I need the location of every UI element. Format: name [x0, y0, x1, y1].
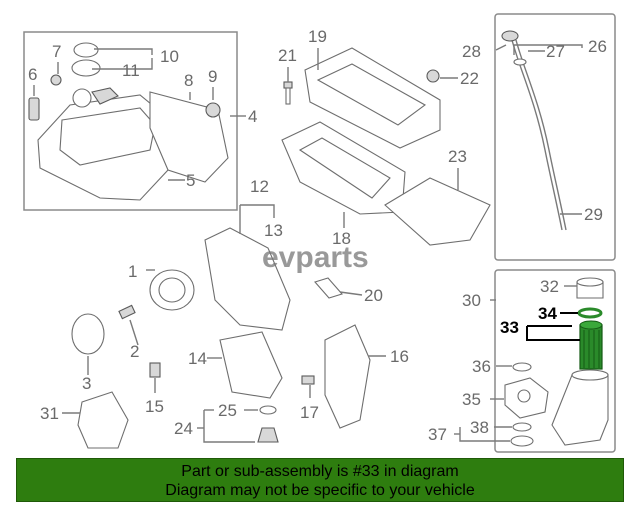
plug-part[interactable]: [50, 74, 62, 86]
o-ring-38b-part[interactable]: [510, 435, 534, 447]
bolt-15-part[interactable]: [149, 362, 161, 378]
oil-filter-housing-box: [494, 269, 616, 453]
callout-22[interactable]: 22: [460, 69, 479, 88]
callout-9[interactable]: 9: [208, 67, 217, 86]
callout-4[interactable]: 4: [248, 107, 257, 126]
pulley-part[interactable]: [149, 269, 195, 311]
footer-line-2: Diagram may not be specific to your vehi…: [165, 482, 475, 499]
strip-20-part[interactable]: [314, 277, 343, 299]
o-ring-34-part[interactable]: [577, 307, 603, 319]
drain-plug-part[interactable]: [426, 69, 440, 83]
callout-36[interactable]: 36: [472, 357, 491, 376]
callout-35[interactable]: 35: [462, 390, 481, 409]
callout-33[interactable]: 33: [500, 318, 519, 337]
bolt-21-part[interactable]: [283, 81, 293, 105]
oil-filter-housing-part[interactable]: [551, 369, 609, 446]
bolt-17-part[interactable]: [301, 375, 315, 385]
callout-27[interactable]: 27: [546, 42, 565, 61]
callout-26[interactable]: 26: [588, 37, 607, 56]
oil-filter-cap-part[interactable]: [576, 277, 604, 299]
callout-13[interactable]: 13: [264, 221, 283, 240]
callout-19[interactable]: 19: [308, 27, 327, 46]
dipstick-box: [494, 13, 616, 261]
callout-12[interactable]: 12: [250, 177, 269, 196]
callout-6[interactable]: 6: [28, 65, 37, 84]
o-ring-36-part[interactable]: [512, 362, 532, 372]
callout-31[interactable]: 31: [40, 404, 59, 423]
callout-1[interactable]: 1: [128, 262, 137, 281]
oil-filler-cap-part[interactable]: [71, 42, 101, 77]
oil-cooler-part[interactable]: [504, 377, 549, 419]
oil-pan-upper-part[interactable]: [304, 47, 441, 149]
callout-10[interactable]: 10: [160, 47, 179, 66]
sensor-part[interactable]: [28, 97, 40, 121]
o-ring-38a-part[interactable]: [512, 422, 532, 432]
bolt-2-part[interactable]: [118, 304, 136, 320]
leader-lines: [33, 44, 583, 443]
cylinder-head-cover-box: [23, 31, 238, 211]
callout-2[interactable]: 2: [130, 342, 139, 361]
oil-pressure-switch-part[interactable]: [257, 405, 279, 443]
plate-31-part[interactable]: [77, 391, 129, 449]
callout-29[interactable]: 29: [584, 205, 603, 224]
seal-cover-part[interactable]: [71, 313, 105, 355]
callout-21[interactable]: 21: [278, 46, 297, 65]
callout-32[interactable]: 32: [540, 277, 559, 296]
grommet-part[interactable]: [205, 102, 221, 118]
callout-24[interactable]: 24: [174, 419, 193, 438]
callout-14[interactable]: 14: [188, 349, 207, 368]
heat-shield-part[interactable]: [324, 324, 371, 429]
oil-filter-element-part[interactable]: [579, 320, 603, 370]
dipstick-part[interactable]: [501, 30, 567, 231]
callout-3[interactable]: 3: [82, 374, 91, 393]
callout-28[interactable]: 28: [462, 42, 481, 61]
callout-11[interactable]: 11: [122, 61, 140, 80]
callout-38[interactable]: 38: [470, 418, 489, 437]
callout-37[interactable]: 37: [428, 425, 447, 444]
oil-pan-lower-part[interactable]: [281, 121, 406, 215]
timing-cover-part[interactable]: [204, 227, 291, 331]
callout-16[interactable]: 16: [390, 347, 409, 366]
callout-8[interactable]: 8: [184, 71, 193, 90]
callout-34[interactable]: 34: [538, 304, 557, 323]
valve-cover-part[interactable]: [37, 87, 169, 201]
callout-23[interactable]: 23: [448, 147, 467, 166]
callout-labels: 1 2 3 4 5 6 7 8 9 10 11 12 13 14 15 16 1…: [28, 27, 607, 444]
callout-30[interactable]: 30: [462, 291, 481, 310]
baffle-part[interactable]: [384, 177, 491, 246]
callout-15[interactable]: 15: [145, 397, 164, 416]
callout-17[interactable]: 17: [300, 403, 319, 422]
bracket-14-part[interactable]: [219, 331, 283, 399]
footer-line-1: Part or sub-assembly is #33 in diagram: [181, 463, 459, 480]
callout-7[interactable]: 7: [52, 42, 61, 61]
footer-banner: Part or sub-assembly is #33 in diagram D…: [16, 458, 624, 502]
callout-5[interactable]: 5: [186, 171, 195, 190]
watermark: evparts: [262, 241, 369, 274]
callout-18[interactable]: 18: [332, 229, 351, 248]
callout-25[interactable]: 25: [218, 401, 237, 420]
callout-20[interactable]: 20: [364, 286, 383, 305]
